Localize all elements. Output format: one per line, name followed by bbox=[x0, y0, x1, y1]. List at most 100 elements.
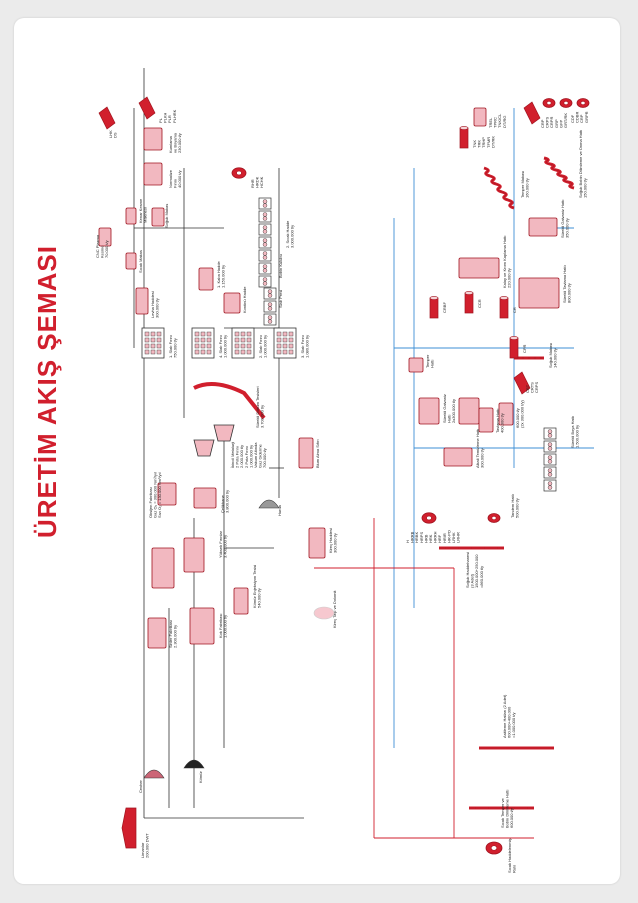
slab-press-stands bbox=[263, 287, 277, 326]
label-yuksek-firin: Yüksek Fırınlar3.400.000 t/y bbox=[218, 530, 228, 558]
label-cr: CR bbox=[512, 307, 517, 313]
galv-sheet-1 bbox=[523, 101, 541, 125]
galvanizing-unit-1 bbox=[418, 397, 440, 425]
label-ikincil: İkincil Metalurji2 Pota Fırını2.000.000 … bbox=[230, 442, 267, 468]
galvanizing-unit-2 bbox=[458, 397, 480, 425]
label-kirec-haddesi: Kireç Haddesi300.000 t/y bbox=[328, 528, 338, 553]
crbf-tube bbox=[429, 296, 439, 319]
slab-furnace-3 bbox=[273, 327, 297, 359]
label-boya: Sürekli Boya Hattı1.500.000 t/y bbox=[570, 416, 580, 448]
label-tnk: TNKTRKTRHPTFMRDT/RK bbox=[472, 136, 495, 148]
label-levha: Levha Haddesi300.000 t/y bbox=[150, 291, 160, 318]
oxygen-plant-unit bbox=[157, 482, 177, 506]
label-tamir: 600.000 t/y(2x 300.000 t/y) bbox=[515, 400, 525, 428]
label-ccr: CCR bbox=[477, 299, 482, 308]
page-title: ÜRETİM AKIŞ ŞEMASI bbox=[32, 245, 62, 538]
label-sicak-hadde: 2. Sıcak Hadde3.000.000 t/y bbox=[285, 220, 295, 248]
coke-plant-unit bbox=[189, 607, 215, 645]
continuous-caster-icon bbox=[193, 382, 266, 420]
coated-coil-1 bbox=[542, 98, 556, 108]
bloom-yard-unit bbox=[298, 437, 314, 469]
normalizing-furnace bbox=[143, 162, 163, 186]
cr-tube bbox=[499, 296, 509, 319]
blast-furnace-unit bbox=[151, 547, 175, 589]
ship-icon bbox=[121, 807, 137, 849]
label-soguk-tamper: Soğuk Haddehanesi(3 Adet)1500.000+250.00… bbox=[465, 552, 484, 588]
coal-injection-unit bbox=[233, 587, 249, 615]
label-kontinu: Kontinü Hadde bbox=[242, 286, 247, 313]
label-temper-makas: Temper Makası160.000 t/y bbox=[520, 171, 530, 198]
label-tavlama: Tavlama Hattı400.000 t/y bbox=[495, 409, 505, 433]
alkali-cleaning-unit bbox=[443, 447, 473, 467]
tcl-unit bbox=[473, 107, 487, 127]
label-temper2: TemperHattı bbox=[425, 354, 435, 368]
label-cpr: CPR bbox=[522, 344, 527, 353]
label-tcl: TRELTPRCTNK/CLDT/RG bbox=[488, 113, 507, 128]
label-celikhane: Çelikhane3.800.000 t/y bbox=[220, 490, 230, 513]
blast-furnace-2-unit bbox=[183, 537, 205, 573]
label-asitle: Asitleme Hatları (2 Adet)600.000+400.000… bbox=[502, 694, 516, 738]
label-kesme: Kenar KesmeMakinesi bbox=[138, 198, 148, 223]
plate-mill-unit bbox=[135, 287, 149, 315]
label-sicak-makas: Sıcak Makas bbox=[138, 250, 143, 273]
cnc-plasma-unit bbox=[98, 227, 112, 247]
label-sinter: Sinter Fabrikası2.300.000 t/y bbox=[168, 620, 178, 648]
roughing-mill-unit bbox=[198, 267, 214, 291]
label-komur: Kömür bbox=[198, 771, 203, 783]
cr-sheet-icon bbox=[513, 371, 531, 395]
coated-coil-3 bbox=[576, 98, 590, 108]
label-bobin-dilimleme: Soğuk Bobin Dilimleme ve Onma Hattı150.0… bbox=[578, 130, 588, 198]
slab-furnace-4 bbox=[191, 327, 215, 359]
label-slab4: 3. Slab Fırını1.080.000 t/y bbox=[300, 335, 310, 358]
sinter-plant-unit bbox=[147, 617, 167, 649]
label-limanlar: Limanlar200.000 DWT bbox=[140, 833, 150, 858]
cpr-tube bbox=[509, 336, 519, 359]
plate-product-icon-2 bbox=[138, 96, 156, 120]
label-bobin: Bobin Kulubu bbox=[278, 254, 283, 278]
ccr-tube bbox=[464, 291, 474, 314]
lime-kiln-unit bbox=[308, 527, 326, 559]
hot-shear-unit bbox=[125, 252, 137, 270]
temper-line-unit bbox=[408, 357, 424, 373]
continuous-paint-line bbox=[543, 427, 557, 492]
continuous-mill-unit bbox=[223, 292, 241, 314]
label-galvaniz-hatti: Sürekli Galvaniz Hattı350.000 t/y bbox=[560, 200, 570, 238]
galvanizing-line-2 bbox=[528, 217, 558, 237]
scrap-pile-icon bbox=[258, 499, 280, 509]
label-surekli-tavlama: Sürekli Tavlama Hattı800.000 t/y bbox=[562, 265, 572, 303]
annealing-bells bbox=[478, 407, 494, 433]
label-soguk-makas: Soğuk Makas bbox=[164, 204, 169, 228]
label-kalay: Kalay ve Krom Kaplama Hattı220.000 t/y bbox=[502, 236, 512, 288]
label-crt: CRTCRTSCRPS bbox=[525, 382, 539, 393]
plate-product-icon-1 bbox=[98, 106, 116, 130]
finishing-stands bbox=[258, 197, 272, 288]
continuous-annealing bbox=[518, 277, 560, 309]
label-cnc: CNC PlazmaKesme70.000 t/y bbox=[95, 234, 109, 258]
label-coated: CDFCDBRCRPGRPR bbox=[570, 111, 589, 123]
limestone-icon bbox=[313, 606, 335, 620]
label-plaka: PLPLKHPLRPLHRK bbox=[158, 109, 177, 123]
label-blum-alma: Blum Alma Sıfırı bbox=[315, 439, 320, 468]
label-kaba: 1. Kaba Hadde1.150.000 t/y bbox=[216, 261, 226, 288]
ore-pile-icon bbox=[143, 769, 165, 779]
ladle-1-icon bbox=[193, 439, 215, 457]
label-alkali: Alkali Temizleme Hattı300.000 t/y bbox=[475, 429, 485, 468]
converter-unit bbox=[193, 487, 217, 509]
label-crbf: CRBF bbox=[442, 302, 447, 313]
page: ÜRETİM AKIŞ ŞEMASI 11 Limanlar200.000 DW… bbox=[14, 18, 620, 884]
label-slab2: 4. Slab Fırını1.000.000 t/y bbox=[218, 335, 228, 358]
label-kirec-tesisi: Kömür Enjeksiyon Tesisi540.000 t/y bbox=[252, 565, 262, 608]
slitting-spring bbox=[543, 156, 575, 190]
label-soguk-makas2: Soğuk Makası140.000 t/y bbox=[548, 343, 558, 368]
coated-coil-2 bbox=[559, 98, 573, 108]
slab-furnace-1 bbox=[141, 327, 165, 359]
slab-furnace-2 bbox=[231, 327, 255, 359]
label-rulo: RHRHRDKHCHK bbox=[250, 176, 264, 188]
label-sicak-tamper: Sıcak Temper veBobin Dilimleme Hattı600.… bbox=[500, 790, 514, 828]
label-kirec-tasi: Kireç Taşı ve Dolomit bbox=[332, 590, 337, 628]
label-galvaniz: Sürekli GalvanizHattı2x300.000 t/y bbox=[442, 394, 456, 423]
label-surekli-dokum: Sürekli Döküm Tesisleri3.700.000 t/y bbox=[255, 386, 265, 428]
tin-plating-unit bbox=[458, 257, 500, 279]
